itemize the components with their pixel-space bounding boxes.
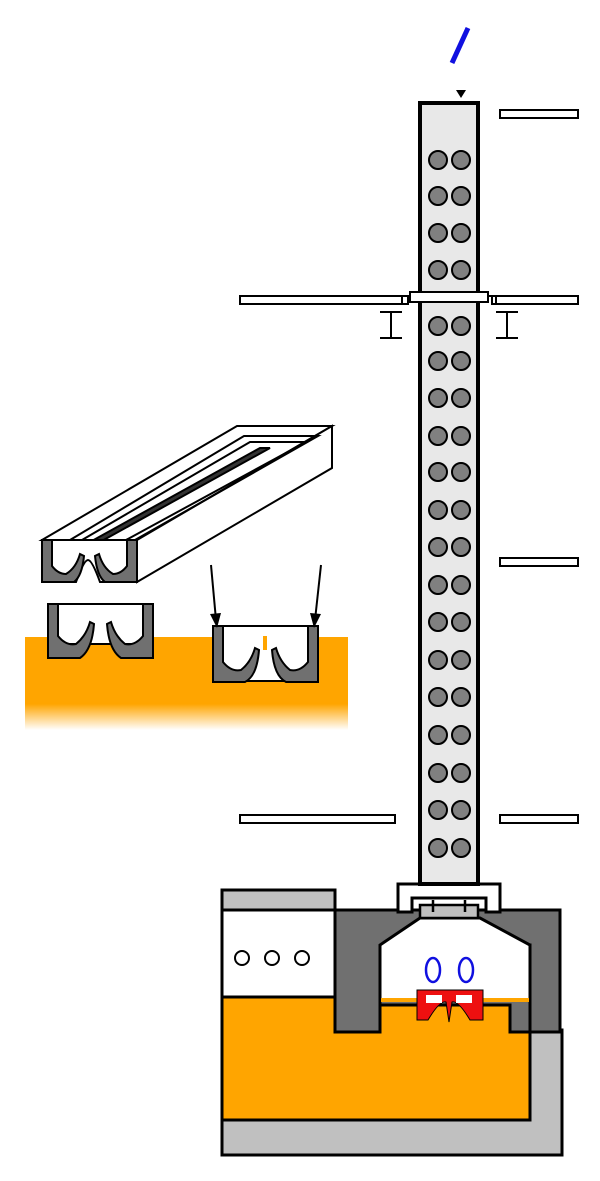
roller-icon [451, 500, 471, 520]
roller-icon [428, 537, 448, 557]
arrow-head [210, 613, 221, 628]
roller-icon [428, 763, 448, 783]
bar-groove-outer [69, 435, 322, 541]
section-cup-left [47, 603, 96, 659]
induction-coils [424, 956, 475, 984]
fiber-cut-end [449, 26, 471, 65]
roller-icon [451, 260, 471, 280]
i-beam-left [380, 295, 420, 339]
roller-icon [451, 462, 471, 482]
roller-icon [451, 537, 471, 557]
arrow-head [310, 613, 321, 628]
roller-icon [428, 800, 448, 820]
section-cup-right [270, 625, 319, 683]
section-cup-right [105, 603, 154, 659]
channel-bar-3d [38, 424, 336, 584]
arrow-down-icon [210, 564, 217, 621]
roller-icon [428, 316, 448, 336]
triangle-down-icon [456, 90, 466, 98]
roller-icon [451, 838, 471, 858]
bar-groove-inner [81, 441, 307, 541]
roller-icon [428, 426, 448, 446]
roller-icon [451, 725, 471, 745]
roller-icon [451, 763, 471, 783]
bar-front-cup-left [41, 539, 86, 583]
channel-bushing-inset [25, 424, 348, 730]
roller-icon [451, 575, 471, 595]
viewport-holes [234, 950, 310, 966]
roller-icon [451, 687, 471, 707]
roller-icon [428, 500, 448, 520]
furnace-housing [220, 882, 564, 1157]
floor-plate-lower-right [499, 814, 579, 824]
floor-plate-mid-right [499, 557, 579, 567]
roller-icon [451, 223, 471, 243]
viewport-hole [234, 950, 250, 966]
coil-icon [424, 956, 442, 984]
coil-icon [457, 956, 475, 984]
arrow-down-icon [314, 564, 322, 621]
bar-front-cup-right [93, 539, 138, 583]
drawn-fiber [448, 26, 471, 1002]
roller-icon [428, 260, 448, 280]
roller-icon [428, 186, 448, 206]
roller-icon [451, 186, 471, 206]
roller-icon [451, 351, 471, 371]
roller-icon [451, 316, 471, 336]
viewport-hole [294, 950, 310, 966]
roller-icon [428, 725, 448, 745]
roller-icon [451, 612, 471, 632]
roller-icon [428, 223, 448, 243]
roller-icon [451, 150, 471, 170]
floor-plate-upper-right [491, 295, 579, 305]
roller-icon [428, 612, 448, 632]
bushing-section-right [212, 625, 319, 683]
floor-plates [239, 109, 579, 824]
floor-plate-lower-left [239, 814, 396, 824]
heater-channel [426, 995, 472, 1003]
floor-plate-top-right [499, 109, 579, 119]
roller-icon [428, 388, 448, 408]
roller-icon [428, 462, 448, 482]
bushing-section-left [47, 603, 154, 659]
roller-icon [428, 650, 448, 670]
roller-icon [428, 575, 448, 595]
feed-arrows [210, 564, 322, 628]
section-cup-left [212, 625, 261, 683]
section-frame [47, 603, 154, 645]
roller-icon [451, 650, 471, 670]
floor-plate-upper-left [239, 295, 409, 305]
roller-icon [428, 838, 448, 858]
roller-icon [428, 687, 448, 707]
roller-icon [428, 150, 448, 170]
roller-icon [428, 351, 448, 371]
roller-icon [451, 426, 471, 446]
viewport-hole [264, 950, 280, 966]
guide-rollers [428, 150, 471, 858]
roller-icon [451, 388, 471, 408]
furnace-casing [220, 888, 337, 912]
roller-icon [451, 800, 471, 820]
